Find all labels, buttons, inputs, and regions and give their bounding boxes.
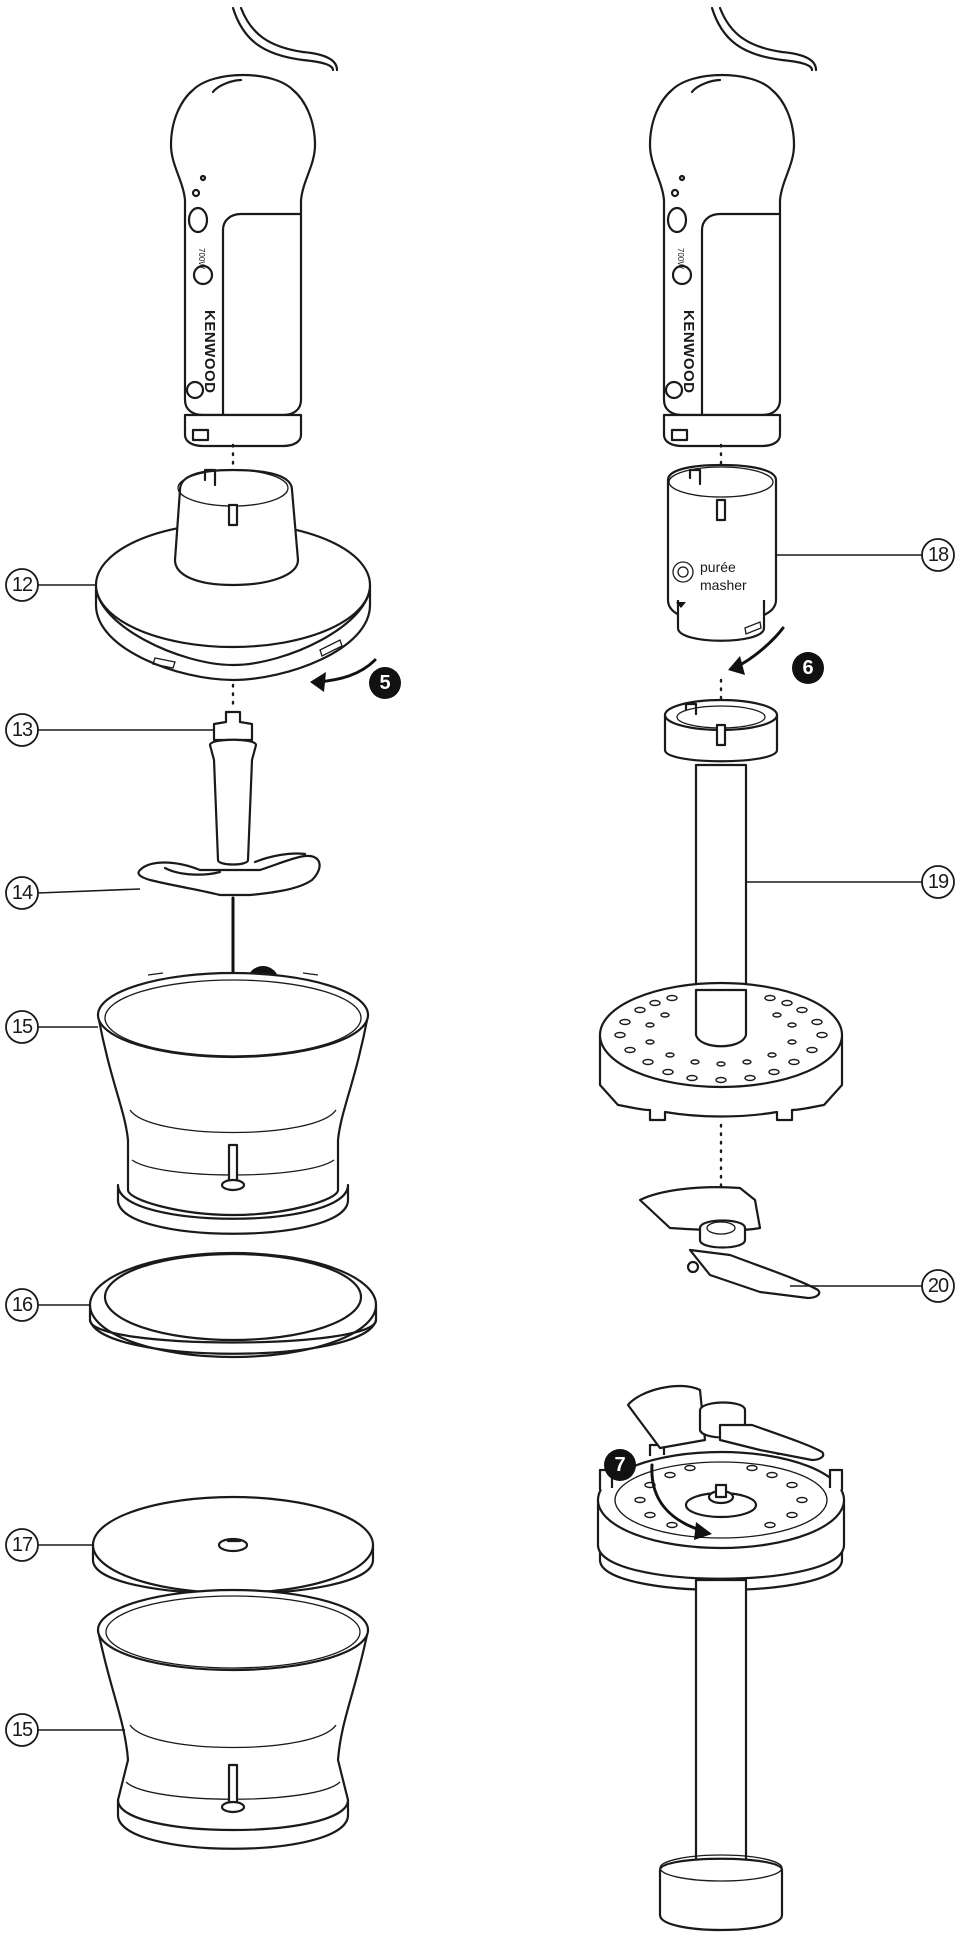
- storage-lid: [91, 1495, 375, 1595]
- callout-12-label: 12: [12, 574, 33, 596]
- callout-13-label: 13: [12, 719, 33, 741]
- callout-14-label: 14: [12, 882, 33, 904]
- callout-15-upper: 15: [5, 1010, 98, 1044]
- puree-masher-gearbox: purée masher: [666, 463, 778, 642]
- callout-18-label: 18: [928, 544, 949, 566]
- masher-shaft: [663, 698, 779, 1019]
- step-6-rotate-arrow: 6: [728, 626, 824, 684]
- callout-17-label: 17: [12, 1534, 33, 1556]
- masher-paddle: [638, 1186, 821, 1300]
- callout-16: 16: [5, 1288, 90, 1322]
- callout-13: 13: [5, 713, 214, 747]
- step-6-label: 6: [802, 657, 813, 679]
- hand-blender-motor-right: KENWOOD 700W: [648, 6, 818, 448]
- callout-19: 19: [746, 865, 955, 899]
- brand-text-left: KENWOOD: [201, 310, 218, 394]
- chopper-lid: [94, 468, 372, 682]
- hand-blender-motor-left: KENWOOD 700W: [169, 6, 339, 448]
- accessory-label-line2: masher: [700, 577, 747, 593]
- callout-15-lower: 15: [5, 1713, 125, 1747]
- callout-12: 12: [5, 568, 96, 602]
- power-badge-right: 700W: [676, 248, 685, 269]
- callout-15-upper-label: 15: [12, 1016, 33, 1038]
- power-badge-left: 700W: [197, 248, 206, 269]
- accessory-label-line1: purée: [700, 559, 736, 575]
- callout-20: 20: [790, 1269, 955, 1303]
- assembled-masher: [596, 1384, 846, 1932]
- chopper-bowl-lower: [96, 1588, 370, 1850]
- callout-20-label: 20: [928, 1275, 949, 1297]
- step-5-label: 5: [379, 672, 390, 694]
- chopper-bowl-upper: [96, 971, 370, 1235]
- callout-16-label: 16: [12, 1294, 33, 1316]
- callout-17: 17: [5, 1528, 93, 1562]
- callout-14: 14: [5, 876, 141, 910]
- callout-19-label: 19: [928, 871, 949, 893]
- step-5-rotate-arrow: 5: [310, 658, 401, 699]
- step-7-insert-arrow: 7: [604, 1449, 712, 1540]
- chopper-blade: [137, 710, 321, 897]
- masher-plate-holes: [614, 994, 828, 1084]
- assembled-plate-holes: [634, 1464, 808, 1529]
- callout-15-lower-label: 15: [12, 1719, 33, 1741]
- step-7-label: 7: [614, 1454, 625, 1476]
- non-slip-base-ring: [88, 1251, 378, 1359]
- callout-18: 18: [776, 538, 955, 572]
- brand-text-right: KENWOOD: [680, 310, 697, 394]
- masher-plate: [598, 981, 844, 1122]
